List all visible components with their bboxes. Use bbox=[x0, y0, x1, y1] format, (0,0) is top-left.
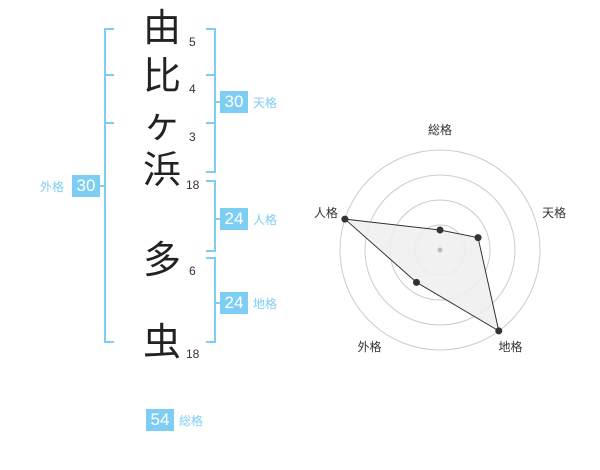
chikaku-value: 24 bbox=[220, 292, 248, 314]
radar-ring bbox=[339, 149, 541, 351]
stroke-count-1: 5 bbox=[189, 35, 196, 49]
tenkaku-bracket bbox=[206, 28, 216, 173]
jinkaku-value: 24 bbox=[220, 208, 248, 230]
radar-ring bbox=[364, 174, 516, 326]
radar-point bbox=[436, 226, 444, 234]
tenkaku-value: 30 bbox=[220, 91, 248, 113]
radar-point bbox=[412, 278, 420, 286]
gaikaku-connector bbox=[100, 185, 106, 187]
tenkaku-label: 天格 bbox=[253, 96, 278, 110]
chikaku-bracket bbox=[206, 257, 216, 343]
radar-point bbox=[495, 327, 503, 335]
name-char-4: 浜 bbox=[142, 148, 181, 192]
radar-axis-label: 外格 bbox=[357, 339, 381, 354]
stroke-count-5: 6 bbox=[189, 264, 196, 278]
radar-point bbox=[474, 234, 482, 242]
stroke-count-2: 4 bbox=[189, 82, 196, 96]
name-char-2: 比 bbox=[142, 54, 181, 98]
jinkaku-bracket bbox=[206, 180, 216, 252]
stroke-count-3: 3 bbox=[189, 130, 196, 144]
radar-axis-label: 総格 bbox=[428, 122, 452, 137]
radar-axis-label: 地格 bbox=[499, 339, 523, 354]
gaikaku-value: 30 bbox=[72, 175, 100, 197]
name-char-6: 虫 bbox=[142, 320, 181, 364]
radar-area bbox=[343, 218, 500, 332]
name-char-5: 多 bbox=[142, 238, 181, 282]
jinkaku-connector bbox=[216, 218, 222, 220]
radar-axis-label: 天格 bbox=[542, 205, 566, 220]
tenkaku-bracket-tick-lower bbox=[206, 122, 214, 124]
gaikaku-label: 外格 bbox=[40, 180, 65, 194]
radar-center-dot bbox=[437, 247, 443, 253]
stroke-count-4: 18 bbox=[186, 178, 200, 192]
chikaku-connector bbox=[216, 302, 222, 304]
jinkaku-label: 人格 bbox=[253, 213, 278, 227]
name-char-1: 由 bbox=[142, 6, 181, 50]
gaikaku-bracket-tick-upper bbox=[106, 74, 114, 76]
radar-point bbox=[341, 215, 349, 223]
name-char-3: ヶ bbox=[142, 102, 181, 146]
tenkaku-connector bbox=[216, 101, 222, 103]
chikaku-label: 地格 bbox=[253, 297, 278, 311]
soukaku-value: 54 bbox=[146, 409, 174, 431]
tenkaku-bracket-tick-upper bbox=[206, 74, 214, 76]
soukaku-label: 総格 bbox=[179, 414, 204, 428]
gaikaku-bracket-tick-lower bbox=[106, 122, 114, 124]
radar-axis-label: 人格 bbox=[314, 205, 338, 220]
stroke-count-6: 18 bbox=[186, 347, 200, 361]
